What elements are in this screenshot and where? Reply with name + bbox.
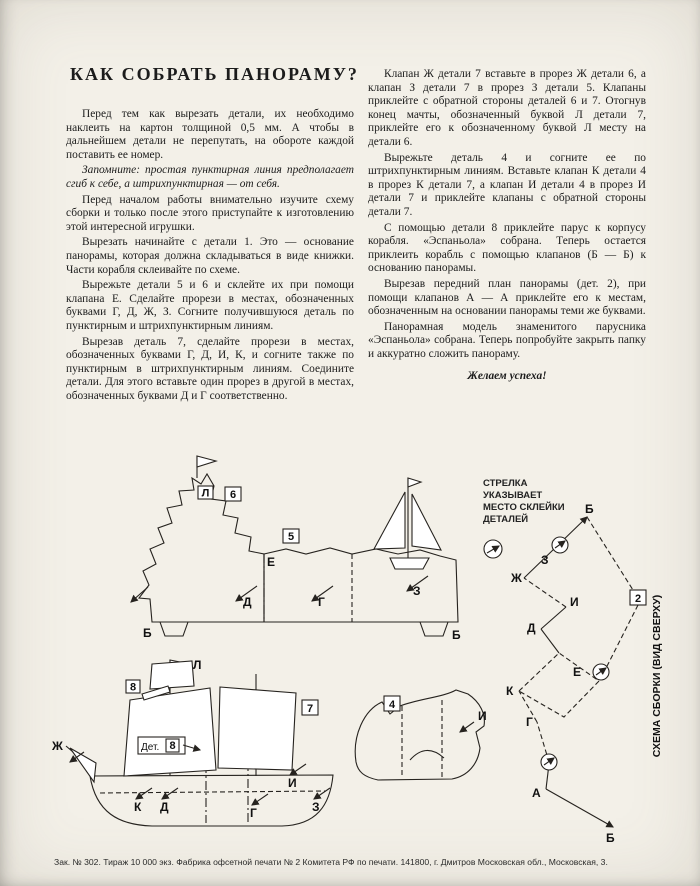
scheme-letter-k: К <box>506 684 514 698</box>
label-part-4: 4 <box>389 699 396 711</box>
good-luck-wish: Желаем успеха! <box>467 370 547 383</box>
scheme-letter-d: Д <box>527 621 536 635</box>
right-column: Клапан Ж детали 7 вставьте в прорез Ж де… <box>368 68 646 386</box>
left-column: Перед тем как вырезать детали, их необхо… <box>66 108 354 405</box>
label-part-7: 7 <box>307 703 313 715</box>
paragraph: Вырезать начинайте с детали 1. Это — осн… <box>66 236 354 276</box>
label-glue-spot-l: Л <box>202 488 210 500</box>
label-detail-8-number: 8 <box>169 740 175 752</box>
label-detail-8-caption: Дет. <box>141 742 159 753</box>
label-flap-i-part4: И <box>478 709 487 723</box>
paragraph: С помощью детали 8 приклейте парус к кор… <box>368 221 646 275</box>
label-part-8: 8 <box>130 682 136 694</box>
assembly-scheme <box>483 516 647 828</box>
paragraph: Вырезав деталь 7, сделайте прорези в мес… <box>66 335 354 402</box>
label-mast-tip-l: Л <box>193 658 201 672</box>
paragraph-remember-note: Запомните: простая пунктирная линия пред… <box>66 164 354 190</box>
paragraph: Вырезав передний план панорамы (дет. 2),… <box>368 277 646 318</box>
page-title: КАК СОБРАТЬ ПАНОРАМУ? <box>70 64 359 84</box>
scheme-letter-z: З <box>541 553 549 567</box>
paragraph: Вырежьте деталь 4 и согните ее по штрихп… <box>368 151 646 218</box>
label-flap-b-right: Б <box>452 628 461 642</box>
imprint-line: Зак. № 302. Тираж 10 000 экз. Фабрика оф… <box>54 857 608 867</box>
scheme-letter-b-bottom: Б <box>606 831 615 845</box>
label-slot-z: З <box>413 584 421 598</box>
paragraph: Панорамная модель знаменитого парусника … <box>368 320 646 360</box>
arrow-note-line-2: УКАЗЫВАЕТ <box>483 490 542 501</box>
label-flap-zh: Ж <box>51 739 63 753</box>
diagram-bottom-parts-7-4-8 <box>65 659 485 827</box>
arrow-note-line-3: МЕСТО СКЛЕЙКИ <box>483 501 565 513</box>
label-part-5: 5 <box>288 531 294 543</box>
paragraph: Клапан Ж детали 7 вставьте в прорез Ж де… <box>368 68 646 148</box>
label-part-2: 2 <box>635 593 641 605</box>
scheme-letter-zh: Ж <box>510 571 522 585</box>
paragraph: Вырежьте детали 5 и 6 и склейте их при п… <box>66 279 354 332</box>
label-slot-d: Д <box>160 800 169 814</box>
diagram-top-parts-5-6 <box>130 455 459 637</box>
label-slot-i: И <box>288 776 297 790</box>
scheme-letter-a: А <box>532 786 541 800</box>
label-slot-g: Г <box>318 595 325 609</box>
label-slot-k: К <box>134 800 142 814</box>
label-flap-z: З <box>312 800 320 814</box>
paragraph: Перед тем как вырезать детали, их необхо… <box>66 108 354 161</box>
label-slot-g: Г <box>250 806 257 820</box>
label-flap-e: Е <box>267 555 275 569</box>
label-slot-d: Д <box>243 595 252 609</box>
diagram-area: Л 6 5 Е Д Г З Б Б <box>51 455 663 845</box>
label-part-6: 6 <box>230 489 236 501</box>
scheme-caption: СХЕМА СБОРКИ (ВИД СВЕРХУ) <box>651 595 663 757</box>
scheme-letter-b-top: Б <box>585 502 594 516</box>
paragraph: Перед началом работы внимательно изучите… <box>66 193 354 233</box>
label-flap-b-left: Б <box>143 626 152 640</box>
scheme-letter-g: Г <box>526 715 533 729</box>
arrow-note-line-1: СТРЕЛКА <box>483 478 528 489</box>
scheme-letter-e: Е <box>573 665 581 679</box>
arrow-note-line-4: ДЕТАЛЕЙ <box>483 513 528 525</box>
scheme-letter-i: И <box>570 595 579 609</box>
